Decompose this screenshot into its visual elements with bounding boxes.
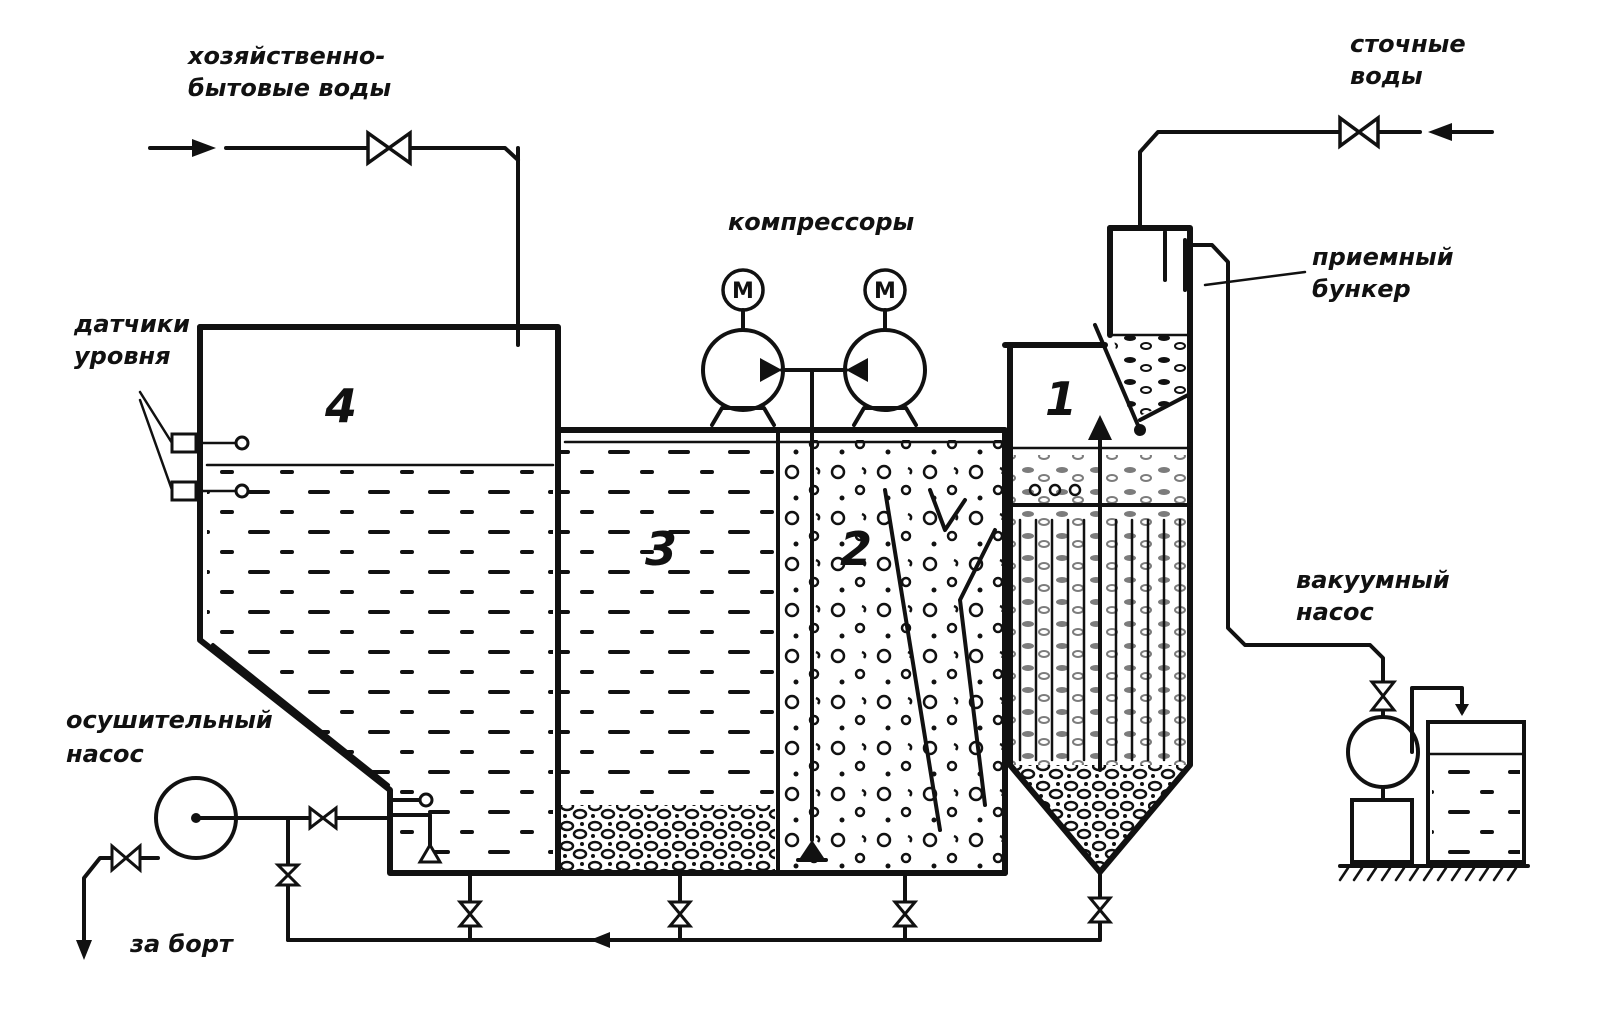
- compressor-left: М: [701, 268, 785, 427]
- level-sensors: [138, 390, 250, 502]
- overboard-label: за борт: [129, 930, 235, 958]
- wastewater-label-line2: воды: [1350, 62, 1423, 90]
- float-valve: [388, 792, 443, 864]
- water-fill-chamber-4: [207, 467, 553, 873]
- chamber-3-number: 3: [645, 522, 677, 576]
- drain-valve-icon[interactable]: [456, 900, 484, 928]
- chamber-1-tank: [1002, 342, 1193, 875]
- water-fill-chamber-3: [560, 440, 775, 805]
- bypass-valve-icon[interactable]: [274, 863, 302, 887]
- chamber-4-tank: [197, 146, 1008, 876]
- domestic-water-label-line1: хозяйственно-: [187, 42, 385, 70]
- receiving-bunker-label-line1: приемный: [1312, 243, 1454, 271]
- chamber-4-number: 4: [324, 379, 357, 433]
- domestic-water-label-line2: бытовые воды: [188, 74, 391, 102]
- compressors-label: компрессоры: [728, 208, 915, 236]
- drain-valve-icon[interactable]: [1086, 896, 1114, 924]
- sediment-cone-chamber-1: [1012, 765, 1192, 872]
- drain-valve-icon[interactable]: [308, 804, 338, 832]
- wastewater-label-line1: сточные: [1350, 30, 1466, 58]
- wastewater-inlet-pipe: [1138, 123, 1494, 230]
- bunker-leader-line: [1203, 270, 1307, 287]
- tank-fill-vacuum: [1432, 755, 1520, 855]
- vacuum-line: [1188, 243, 1385, 752]
- chamber-2-number: 2: [840, 522, 872, 576]
- chambers-2-3-tank: [555, 368, 1008, 876]
- receiving-bunker: [1093, 225, 1193, 443]
- receiving-bunker-label-line2: бункер: [1312, 275, 1411, 303]
- tube-bundle: [1018, 518, 1182, 762]
- bunker-sludge-fill: [1113, 335, 1188, 420]
- vacuum-pump-label-line2: насос: [1296, 598, 1374, 626]
- chamber-1-number: 1: [1045, 372, 1077, 426]
- vacuum-valve-icon[interactable]: [1368, 680, 1398, 712]
- vacuum-pump: [1346, 686, 1469, 864]
- drain-pump-label-line2: насос: [66, 740, 144, 768]
- bottom-drain-header: [286, 870, 1102, 948]
- wastewater-inlet-valve-icon[interactable]: [1338, 114, 1380, 150]
- vacuum-tank: [1426, 720, 1526, 864]
- domestic-water-valve-icon[interactable]: [366, 129, 412, 167]
- compressor-right: М: [843, 268, 927, 427]
- ground-hatching: [1338, 864, 1530, 882]
- drain-valve-icon[interactable]: [666, 900, 694, 928]
- overboard-valve-icon[interactable]: [110, 842, 142, 874]
- motor-label: М: [874, 279, 896, 304]
- motor-label: М: [732, 279, 754, 304]
- level-sensors-label-line1: датчики: [73, 310, 190, 338]
- gravel-filter-chamber-3: [560, 805, 775, 871]
- drain-valve-icon[interactable]: [891, 900, 919, 928]
- drain-suction-pipe: [194, 816, 392, 942]
- drain-pump-label-line1: осушительный: [66, 706, 273, 734]
- domestic-water-inlet-pipe: [148, 139, 520, 162]
- vacuum-pump-label-line1: вакуумный: [1296, 566, 1450, 594]
- level-sensors-label-line2: уровня: [74, 342, 171, 370]
